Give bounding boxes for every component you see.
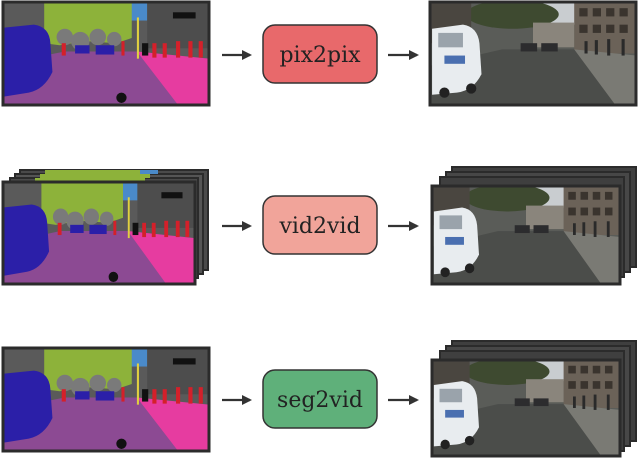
input-segmentation-frame [1,0,211,107]
output-photo-stack [430,166,637,286]
input-segmentation-stack [1,169,209,286]
method-box-pix2pix: pix2pix [262,24,378,84]
row-vid2vid: vid2vid [1,166,637,286]
method-label-vid2vid: vid2vid [278,214,360,239]
method-box-seg2vid: seg2vid [262,369,378,429]
output-photo-stack [430,340,637,458]
output-photo-frame [428,0,638,107]
method-label-seg2vid: seg2vid [277,388,363,413]
row-seg2vid: seg2vid [1,340,637,458]
method-box-vid2vid: vid2vid [262,195,378,255]
row-pix2pix: pix2pix [1,0,638,107]
input-segmentation-frame [1,346,211,453]
method-label-pix2pix: pix2pix [279,43,361,68]
